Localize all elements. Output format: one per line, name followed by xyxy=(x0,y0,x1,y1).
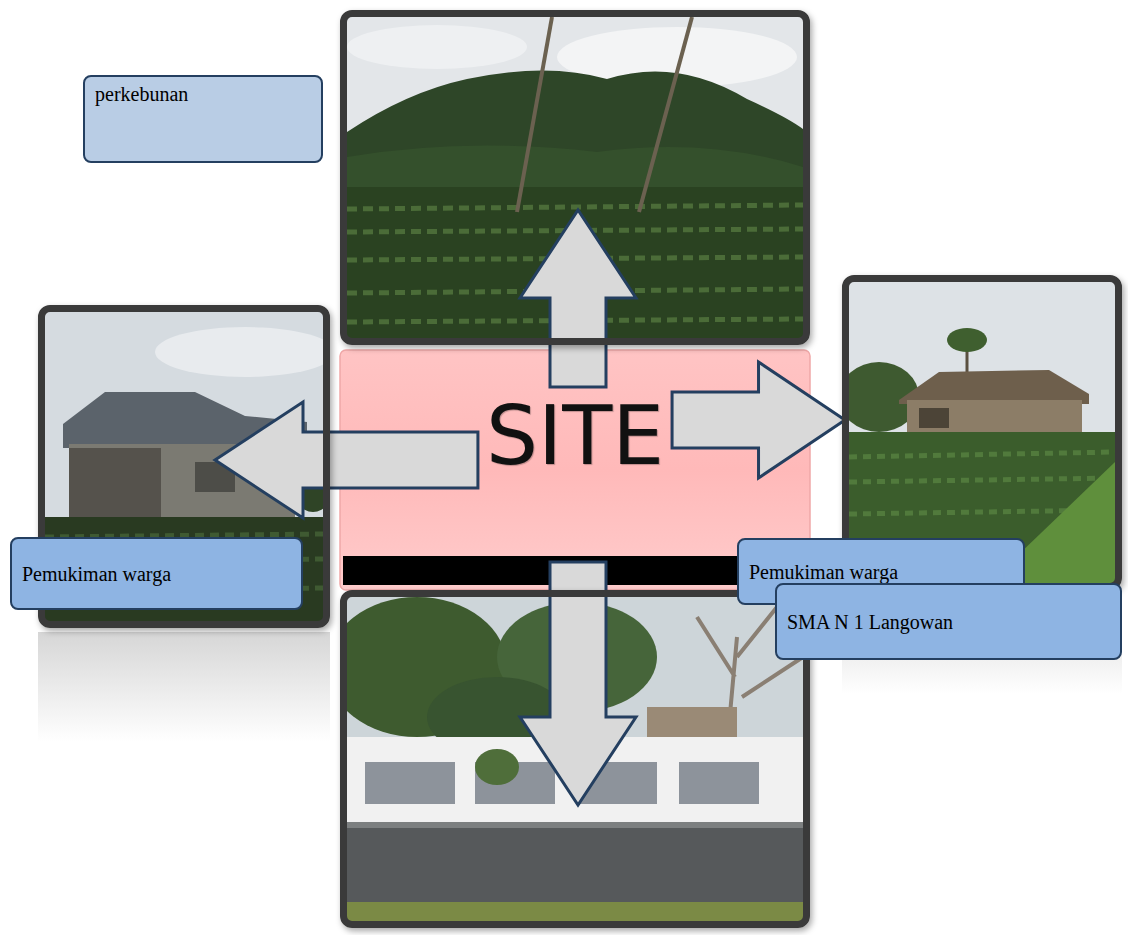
settlement-photo xyxy=(947,328,987,352)
school-photo xyxy=(475,749,519,785)
school-photo xyxy=(679,762,759,804)
block-arrow xyxy=(520,562,636,805)
photo-frame: Pemukiman warga xyxy=(38,305,330,628)
settlement-photo xyxy=(907,400,1082,436)
school-photo xyxy=(365,762,455,804)
plantation-photo xyxy=(639,17,692,212)
school-photo xyxy=(347,902,803,921)
place-label: SMA N 1 Langowan xyxy=(775,583,1122,660)
school-photo xyxy=(347,822,803,904)
photo-reflection xyxy=(38,632,330,742)
settlement-photo xyxy=(155,327,335,377)
block-arrow xyxy=(520,210,636,387)
block-arrow xyxy=(215,402,478,518)
plantation-photo xyxy=(347,25,527,69)
settlement-photo xyxy=(919,408,949,428)
settlement-photo xyxy=(899,370,1089,404)
site-title: SITE xyxy=(486,395,664,477)
plantation-photo xyxy=(517,17,552,212)
settlement-photo xyxy=(69,448,161,524)
photo-frame: perkebunan xyxy=(340,10,810,345)
school-photo xyxy=(347,822,803,828)
photo-frame: SMA N 1 Langowan xyxy=(340,590,810,928)
photo-frame: Pemukiman warga xyxy=(842,275,1122,590)
place-label: perkebunan xyxy=(83,75,323,163)
block-arrow xyxy=(672,362,845,478)
place-label: Pemukiman warga xyxy=(10,537,303,610)
